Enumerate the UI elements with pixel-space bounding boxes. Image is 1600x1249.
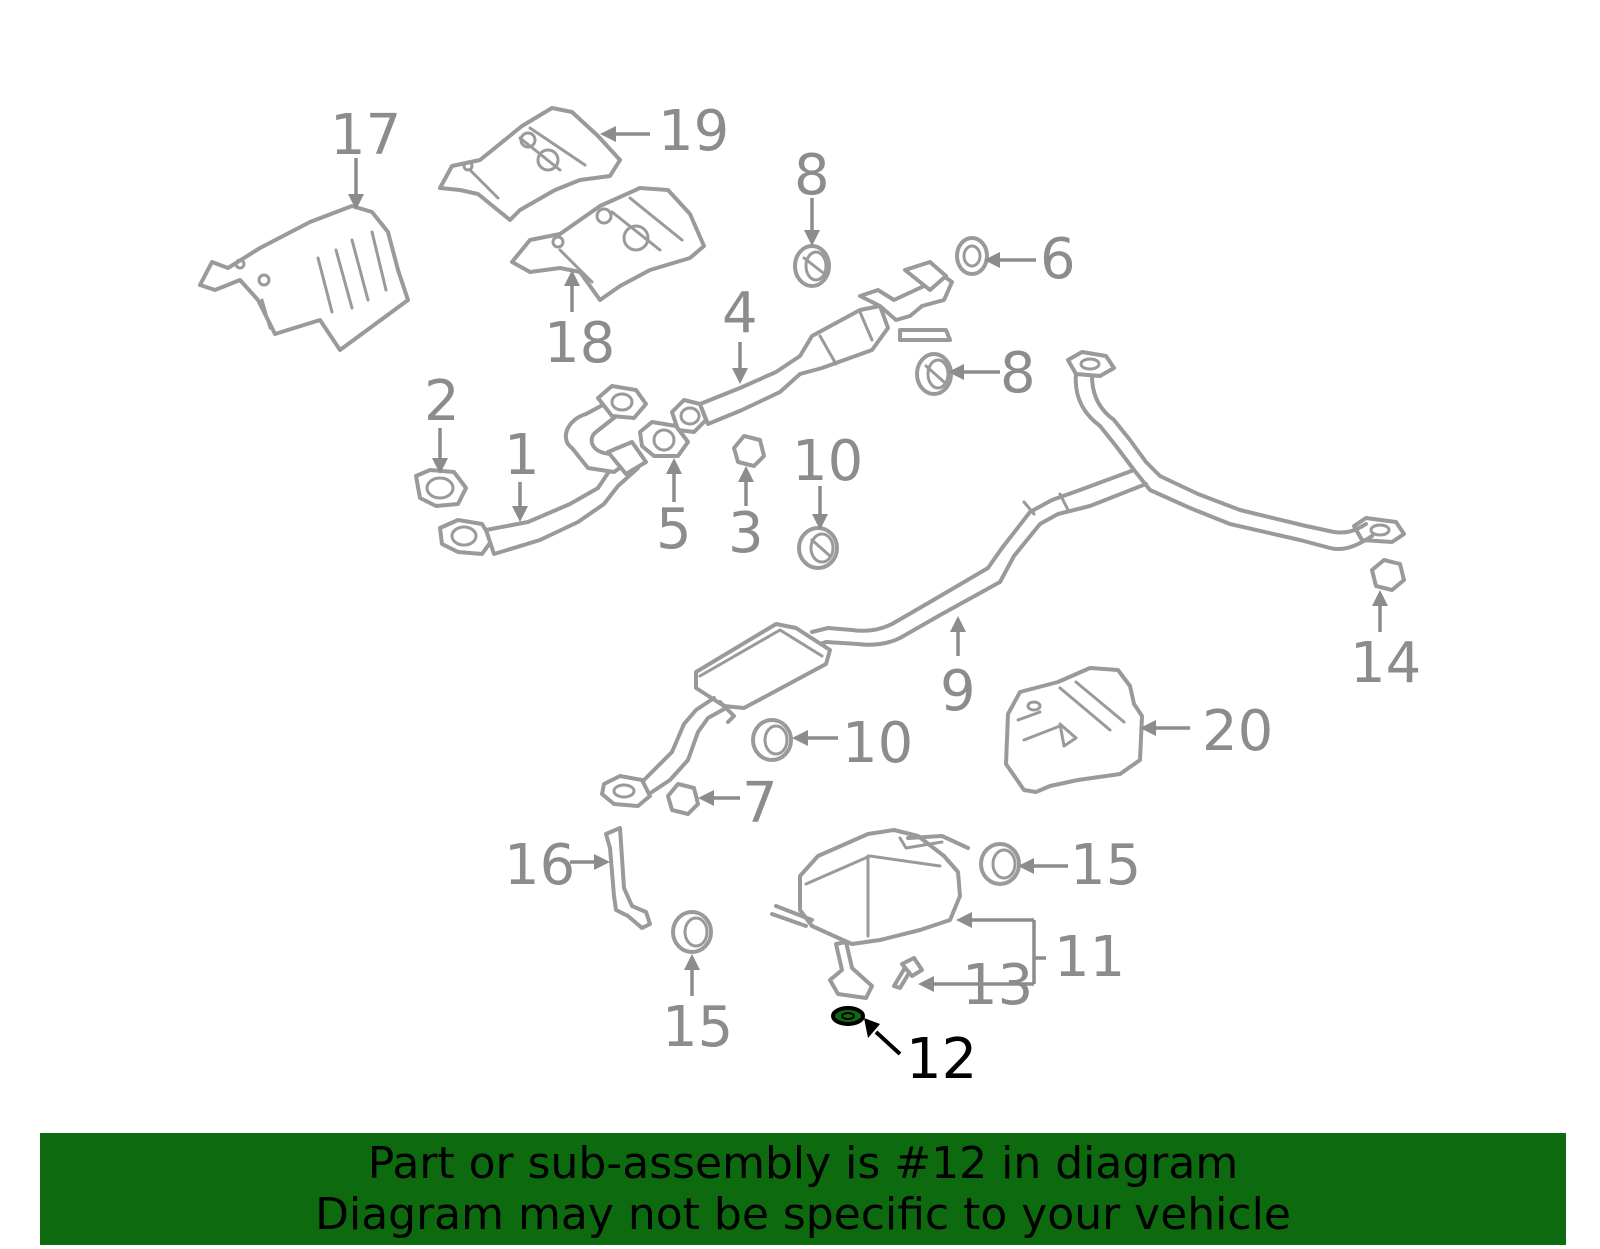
callout-8-upper: 8 xyxy=(794,143,830,208)
callout-14: 14 xyxy=(1350,631,1421,696)
callout-7: 7 xyxy=(742,771,778,836)
part-1-front-pipe[interactable] xyxy=(438,384,648,556)
callout-10-lower: 10 xyxy=(842,711,913,776)
leader-arrows xyxy=(348,126,1388,1056)
part-12-gasket[interactable] xyxy=(831,1006,865,1026)
part-7-nut[interactable] xyxy=(666,782,700,816)
callout-4: 4 xyxy=(722,281,758,346)
part-5-gasket[interactable] xyxy=(638,420,690,458)
part-19-upper-heat-shield[interactable] xyxy=(438,106,622,222)
part-15-hanger-left[interactable] xyxy=(671,910,713,954)
part-8-hanger-lower[interactable] xyxy=(915,352,953,396)
callout-10-upper: 10 xyxy=(792,429,863,494)
part-2-gasket[interactable] xyxy=(414,468,468,508)
callout-1: 1 xyxy=(504,423,540,488)
callout-15-left: 15 xyxy=(662,995,733,1060)
part-16-bracket[interactable] xyxy=(604,826,652,930)
part-18-lower-heat-shield[interactable] xyxy=(510,186,706,302)
info-banner: Part or sub-assembly is #12 in diagram D… xyxy=(40,1133,1566,1245)
part-17-heat-shield[interactable] xyxy=(198,204,410,352)
banner-line-1: Part or sub-assembly is #12 in diagram xyxy=(367,1138,1239,1189)
callout-9: 9 xyxy=(940,659,976,724)
callout-2: 2 xyxy=(424,369,460,434)
part-8-hanger-upper[interactable] xyxy=(793,244,831,288)
part-10-hanger-lower[interactable] xyxy=(751,718,793,762)
callout-12-highlighted: 12 xyxy=(906,1027,977,1092)
part-10-hanger-upper[interactable] xyxy=(797,526,839,570)
callout-6: 6 xyxy=(1040,227,1076,292)
callout-18: 18 xyxy=(544,311,615,376)
part-20-heat-shield[interactable] xyxy=(1004,666,1144,794)
callout-13: 13 xyxy=(962,953,1033,1018)
callout-16: 16 xyxy=(504,833,575,898)
callout-3: 3 xyxy=(728,501,764,566)
callout-20: 20 xyxy=(1202,699,1273,764)
part-4-converter-pipe[interactable] xyxy=(670,260,954,434)
banner-line-2: Diagram may not be specific to your vehi… xyxy=(315,1189,1291,1240)
callout-5: 5 xyxy=(656,497,692,562)
callout-15-right: 15 xyxy=(1070,833,1141,898)
part-9-center-pipe[interactable] xyxy=(600,350,1406,808)
part-6-gasket[interactable] xyxy=(955,236,989,276)
part-15-hanger-right[interactable] xyxy=(979,842,1021,886)
callout-17: 17 xyxy=(330,103,401,168)
part-14-nut[interactable] xyxy=(1370,558,1406,592)
callout-11: 11 xyxy=(1054,925,1125,990)
callout-19: 19 xyxy=(658,99,729,164)
part-3-nut[interactable] xyxy=(732,434,766,468)
callout-8-lower: 8 xyxy=(1000,341,1036,406)
part-13-bolt[interactable] xyxy=(892,956,924,990)
part-11-rear-muffler[interactable] xyxy=(770,828,970,1000)
